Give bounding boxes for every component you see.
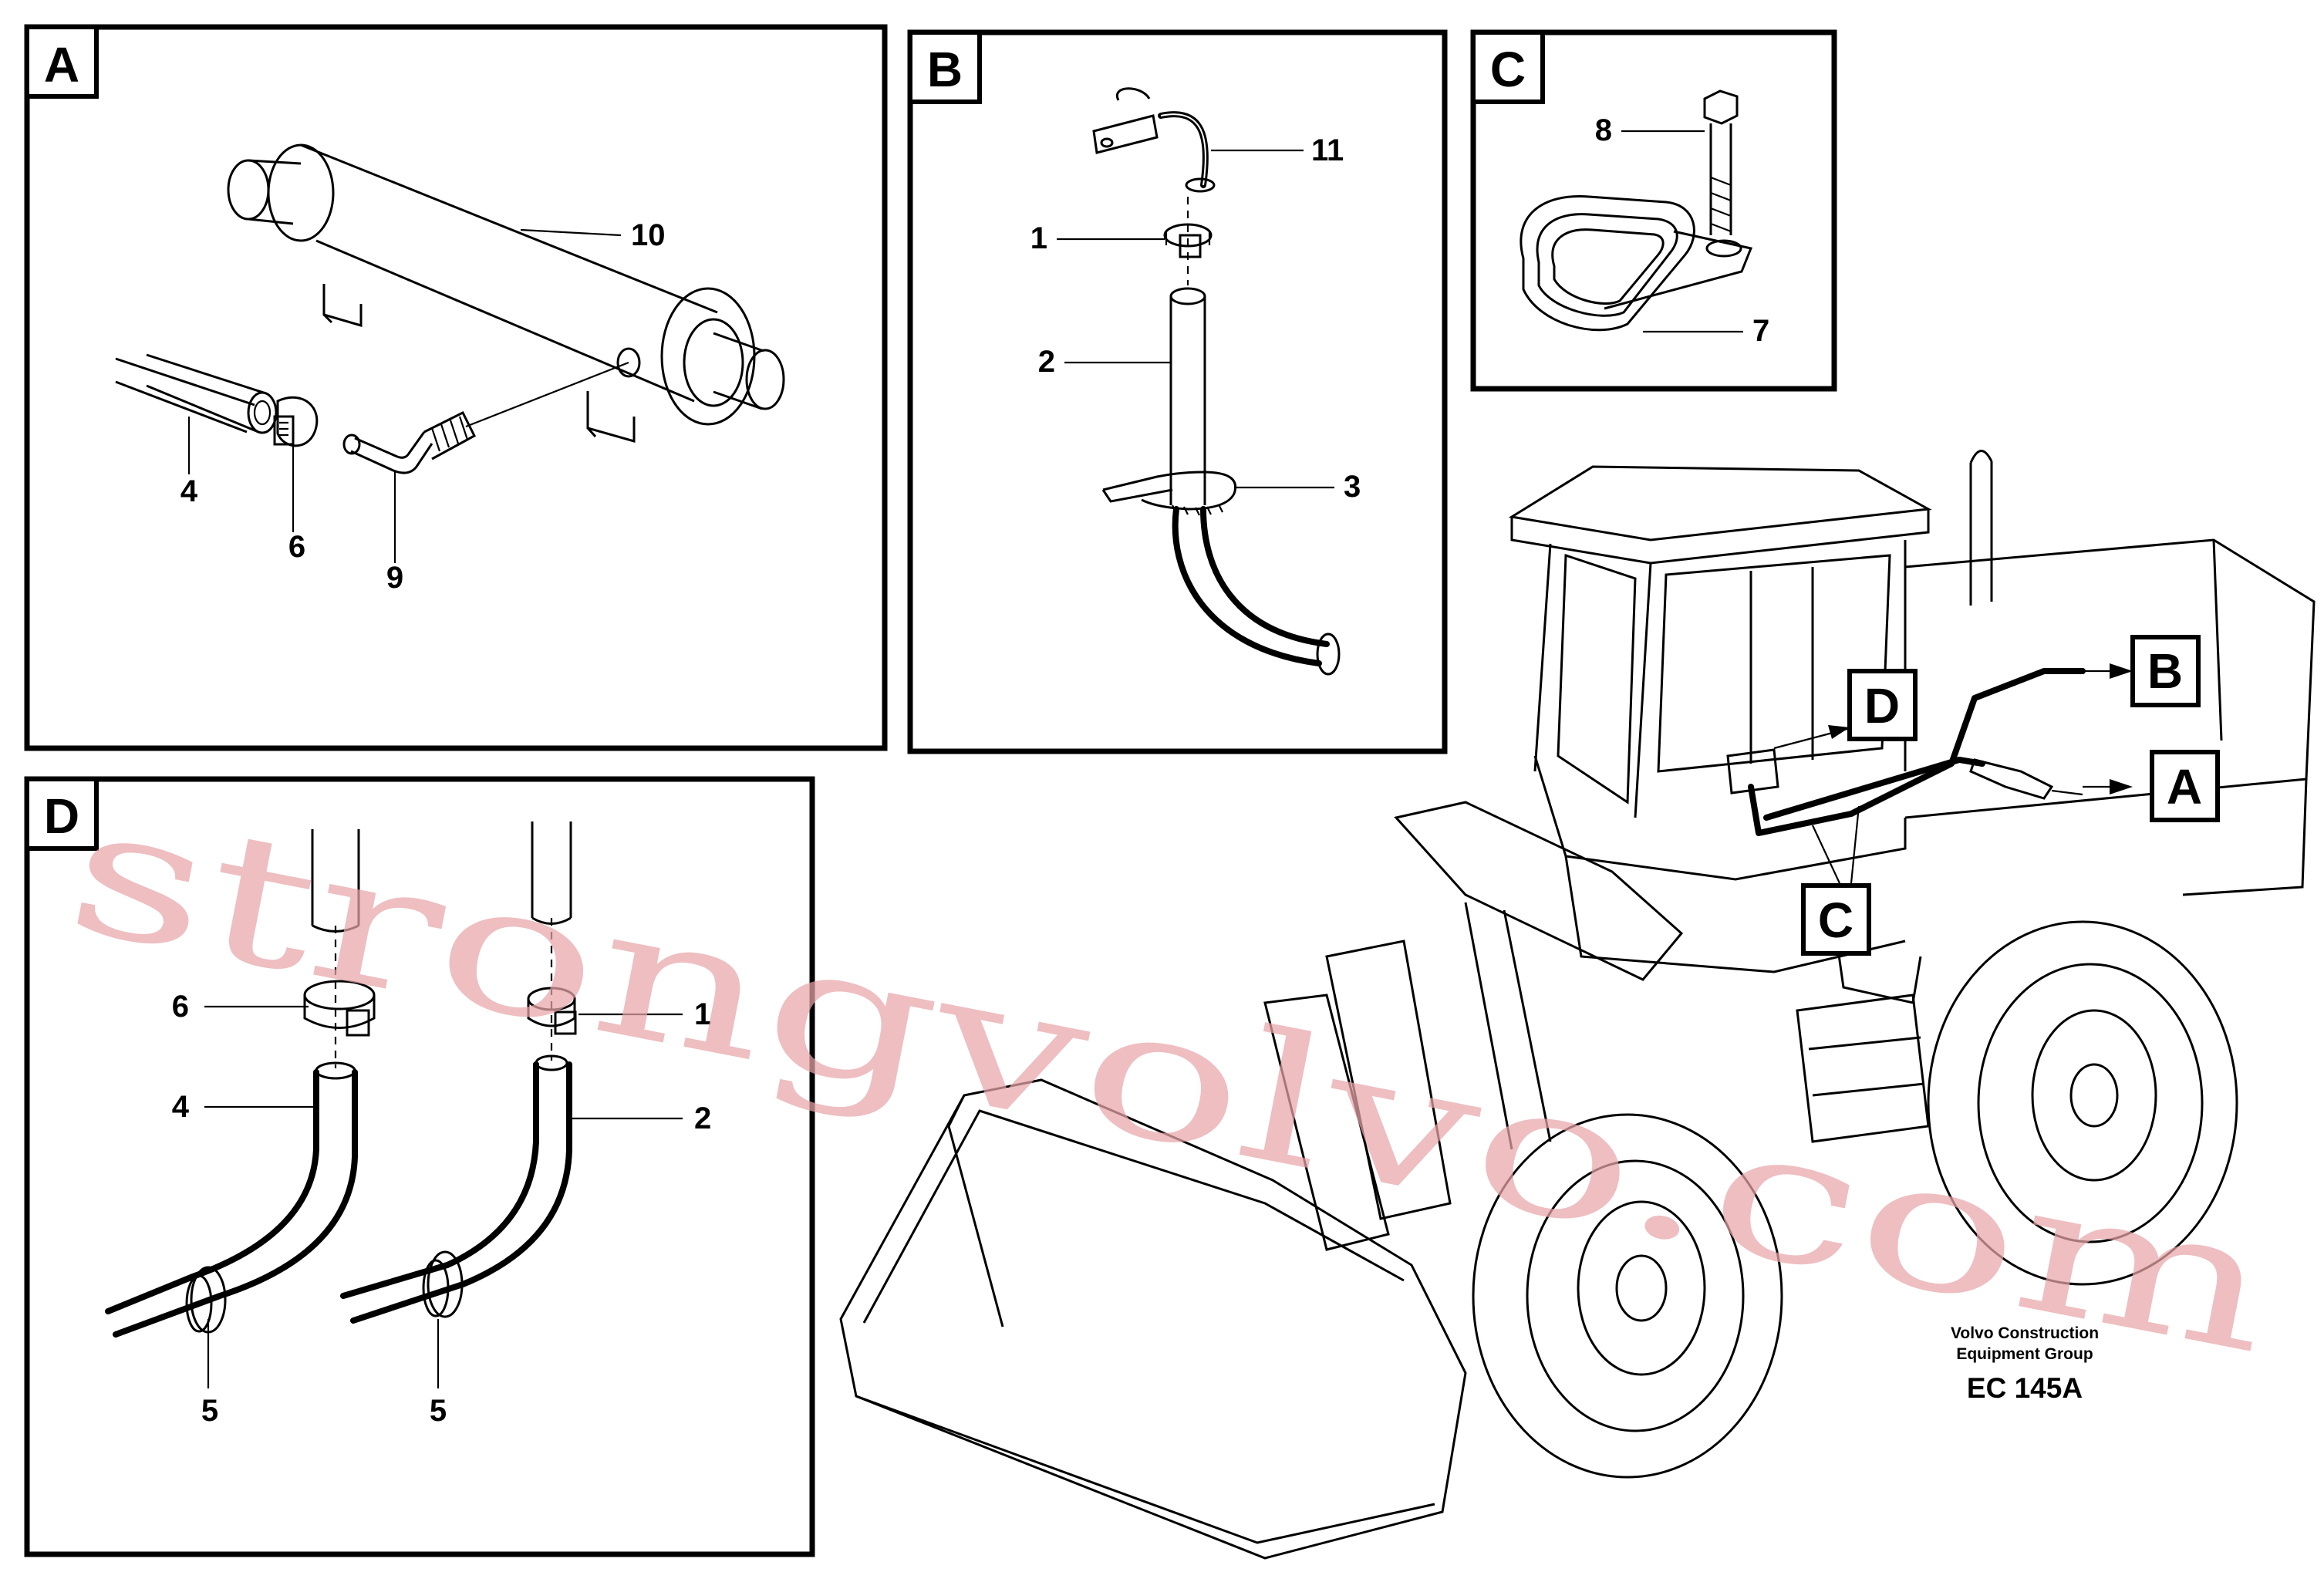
callout-d-4: 4 xyxy=(172,1090,190,1124)
elbow-fitting-part xyxy=(342,410,476,474)
machine-ref-c-letter: C xyxy=(1818,892,1853,948)
detail-panel-a: A xyxy=(24,24,888,751)
hose-part xyxy=(115,353,278,434)
callout-b-1: 1 xyxy=(1030,221,1047,255)
cable-tie-part xyxy=(1101,471,1236,516)
callout-a-6: 6 xyxy=(288,530,305,564)
callout-a-10: 10 xyxy=(631,218,666,252)
callout-d-2: 2 xyxy=(694,1102,711,1135)
callout-a-4: 4 xyxy=(180,474,198,508)
left-hose-assembly xyxy=(105,829,376,1338)
bracket-part xyxy=(1092,87,1216,193)
callout-d-5-right: 5 xyxy=(430,1394,447,1428)
callout-c-8: 8 xyxy=(1595,113,1612,147)
callout-d-5-left: 5 xyxy=(201,1394,218,1428)
callout-c-7: 7 xyxy=(1752,314,1769,348)
callout-b-11: 11 xyxy=(1311,133,1344,167)
machine-ref-d-letter: D xyxy=(1864,678,1900,734)
machine-ref-d: D xyxy=(1773,669,1918,750)
callout-b-2: 2 xyxy=(1038,345,1055,379)
figure-code: EC 145A xyxy=(1967,1372,2083,1404)
panel-a-letter: A xyxy=(44,37,79,93)
machine-ref-a-letter: A xyxy=(2167,759,2202,815)
callout-d-6: 6 xyxy=(172,990,189,1024)
callout-a-9: 9 xyxy=(386,561,403,595)
hose-clamp-part xyxy=(273,396,319,447)
machine-ref-b: B xyxy=(2083,635,2201,707)
panel-c-letter: C xyxy=(1490,42,1526,97)
front-wheel xyxy=(1472,1113,1783,1479)
grommet-clip-part xyxy=(1520,194,1753,332)
hose-part xyxy=(1169,197,1341,676)
bolt-part xyxy=(1703,89,1739,235)
cylinder-part xyxy=(227,143,785,443)
machine-ref-b-letter: B xyxy=(2147,643,2183,699)
machine-ref-c: C xyxy=(1801,805,1871,956)
right-hose-assembly xyxy=(340,821,577,1324)
detail-panel-c: C 8 7 xyxy=(1470,29,1837,392)
panel-b-letter: B xyxy=(927,42,963,97)
detail-panel-b: B xyxy=(907,29,1448,754)
callout-b-3: 3 xyxy=(1344,470,1361,504)
rear-wheel xyxy=(1927,920,2238,1286)
machine-ref-a: A xyxy=(2083,750,2220,822)
panel-d-letter: D xyxy=(44,788,79,844)
callout-d-1: 1 xyxy=(694,997,711,1031)
detail-panel-d: D 6 1 4 xyxy=(24,776,815,1557)
credit-line-1: Volvo Construction xyxy=(1951,1324,2099,1342)
bucket xyxy=(839,1078,1467,1560)
credit-line-2: Equipment Group xyxy=(1956,1345,2093,1363)
